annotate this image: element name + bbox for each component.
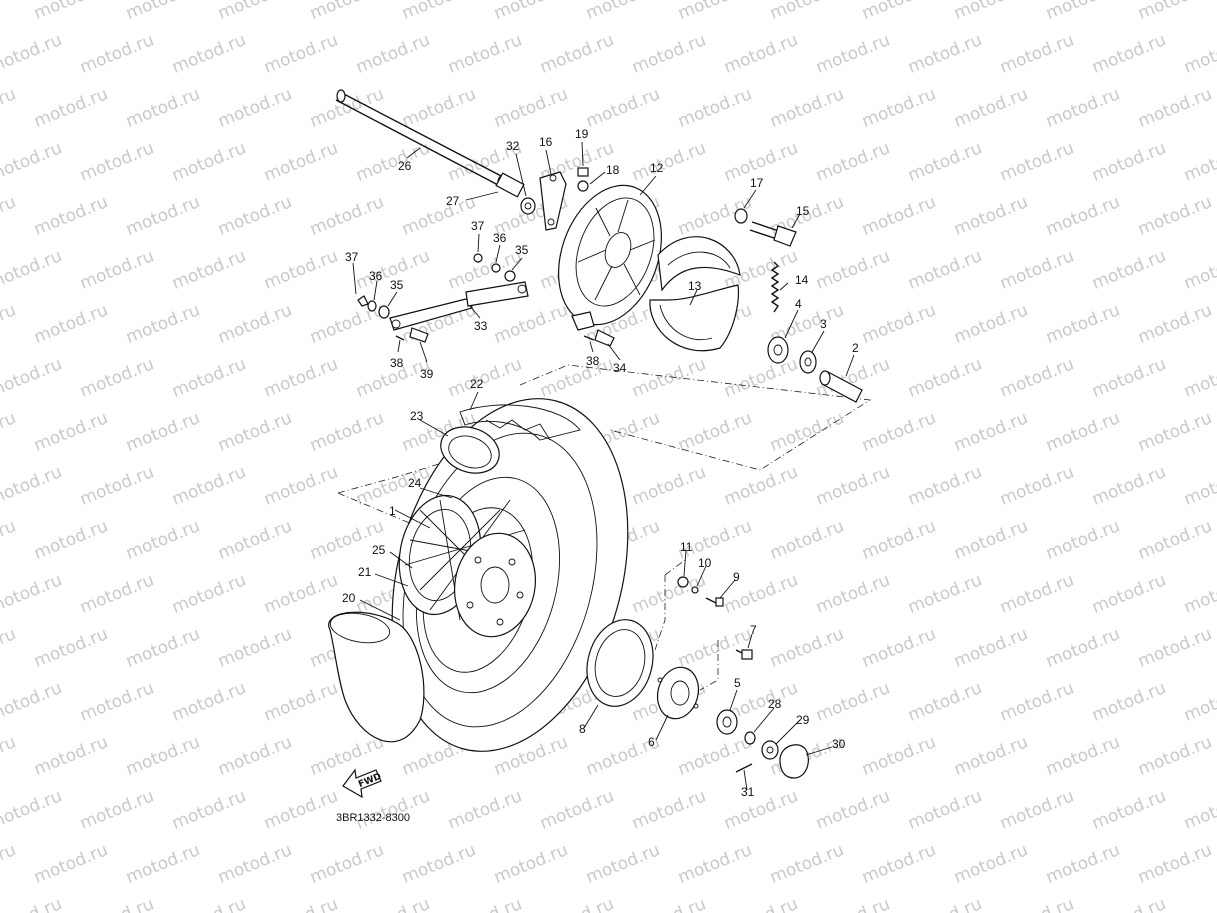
callout-16: 16 [539,135,553,149]
callout-29: 29 [796,713,810,727]
small-parts-9-10-11 [677,576,724,607]
callout-20: 20 [342,591,356,605]
callout-35-right: 35 [515,243,529,257]
callout-32: 32 [506,139,520,153]
callout-33: 33 [474,319,488,333]
callout-12: 12 [650,161,664,175]
washer-part-28 [744,731,756,745]
callout-38-left: 38 [390,356,404,370]
damper-ring-part-8 [586,619,654,707]
collar-part-2 [819,370,863,403]
forward-label: FWD [357,772,383,790]
callout-36-right: 36 [493,231,507,245]
callout-38-right: 38 [586,354,600,368]
oil-seal-part-3 [799,350,817,374]
callout-27: 27 [446,194,460,208]
callout-5: 5 [734,676,741,690]
callout-31: 31 [741,785,755,799]
callout-1: 1 [389,504,396,518]
callout-11: 11 [680,540,693,554]
bearing-part-4 [767,336,789,364]
clutch-hub-part-6 [656,666,700,720]
callout-28: 28 [768,697,782,711]
callout-35-left: 35 [390,278,404,292]
cotter-pin-part-31 [735,763,753,773]
callout-7: 7 [750,623,757,637]
axle-part-26 [335,89,507,189]
callout-26: 26 [398,159,412,173]
callout-30: 30 [832,737,846,751]
callout-37-left: 37 [345,250,359,264]
callout-21: 21 [358,565,372,579]
rim-band-part-20 [328,611,425,743]
part-code-label: 3BR1332-8300 [336,812,411,824]
forward-arrow-icon: FWD [342,768,383,799]
callout-3: 3 [820,317,827,331]
callout-10: 10 [698,556,712,570]
bearing-part-5 [716,709,738,735]
callout-14: 14 [795,273,809,287]
callout-23: 23 [410,409,424,423]
nut-part-29 [761,740,779,760]
callout-8: 8 [579,722,586,736]
axle-cap-part-30 [779,744,809,779]
brake-shoes-part-13 [649,236,741,352]
tire-tube-part-23 [440,426,500,474]
callout-2: 2 [852,341,859,355]
callout-36-left: 36 [369,269,383,283]
callout-37-right: 37 [471,219,485,233]
callout-24: 24 [408,476,422,490]
spring-part-14 [770,261,780,313]
callout-25: 25 [372,543,386,557]
callout-13: 13 [688,279,702,293]
callout-4: 4 [795,297,802,311]
callout-leader-lines [352,141,855,791]
callout-19: 19 [575,127,589,141]
brake-arm-part-16 [539,167,589,231]
brake-cam-part-15 [734,208,797,247]
callout-9: 9 [733,570,740,584]
wheel-hub-part-1 [398,494,537,638]
callout-15: 15 [796,204,810,218]
spacer-part-27 [495,172,536,215]
callout-18: 18 [606,163,620,177]
callout-17: 17 [750,176,764,190]
brake-shoe-plate-part-12 [558,184,662,331]
bolt-part-7 [735,649,753,660]
callout-22: 22 [470,377,484,391]
tension-bar-part-33 [357,253,615,347]
callout-39: 39 [420,367,434,381]
callout-34: 34 [613,361,627,375]
callout-6: 6 [648,735,655,749]
